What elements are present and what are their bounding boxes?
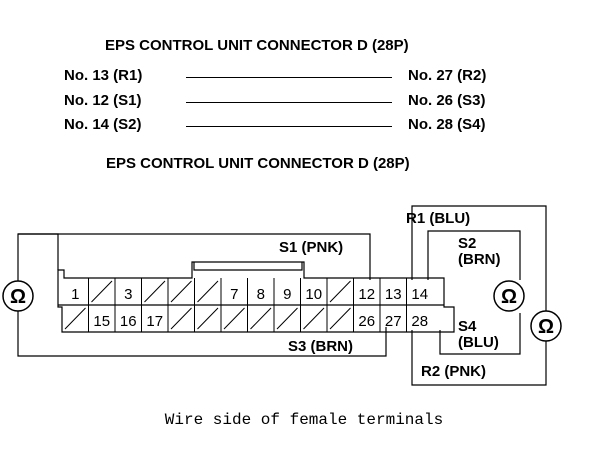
pair-connector-line xyxy=(186,77,392,78)
connector-lock-tab xyxy=(193,262,303,271)
empty-cavity-slash xyxy=(170,280,192,303)
s1-wire xyxy=(18,233,371,280)
s4-wire xyxy=(439,313,521,355)
empty-cavity-slash xyxy=(64,307,86,330)
pair-right-label: No. 26 (S3) xyxy=(408,92,486,109)
top-terminal-7: 7 xyxy=(230,286,238,303)
s4-wire-label: S4 xyxy=(458,318,477,335)
ohmmeter-icon: Ω xyxy=(530,310,562,342)
diagram-title: EPS CONTROL UNIT CONNECTOR D (28P) xyxy=(106,155,410,172)
r1-wire xyxy=(411,205,547,386)
top-terminal-10: 10 xyxy=(305,286,322,303)
connector-title: EPS CONTROL UNIT CONNECTOR D (28P) xyxy=(105,37,409,54)
bottom-terminal-26: 26 xyxy=(358,313,375,330)
bottom-terminal-16: 16 xyxy=(120,313,137,330)
empty-cavity-slash xyxy=(144,280,166,303)
pair-right-label: No. 27 (R2) xyxy=(408,67,487,84)
top-terminal-12: 12 xyxy=(358,286,375,303)
empty-cavity-slash xyxy=(250,307,272,330)
s2-wire xyxy=(427,230,521,280)
bottom-terminal-15: 15 xyxy=(93,313,110,330)
empty-cavity-slash xyxy=(223,307,245,330)
s1-wire-label: S1 (PNK) xyxy=(279,239,343,256)
pair-connector-line xyxy=(186,126,392,127)
ohmmeter-icon: Ω xyxy=(493,280,525,312)
s2-wire-color: (BRN) xyxy=(458,251,501,268)
empty-cavity-slash xyxy=(197,307,219,330)
pair-left-label: No. 14 (S2) xyxy=(64,116,142,133)
pair-connector-line xyxy=(186,102,392,103)
s3-wire-label: S3 (BRN) xyxy=(288,338,353,355)
top-terminal-1: 1 xyxy=(71,286,79,303)
bottom-terminal-17: 17 xyxy=(146,313,163,330)
top-terminal-14: 14 xyxy=(411,286,428,303)
top-terminal-13: 13 xyxy=(385,286,402,303)
r1-wire-label: R1 (BLU) xyxy=(406,210,470,227)
ohmmeter-icon: Ω xyxy=(2,280,34,312)
pair-right-label: No. 28 (S4) xyxy=(408,116,486,133)
pair-left-label: No. 12 (S1) xyxy=(64,92,142,109)
top-terminal-9: 9 xyxy=(283,286,291,303)
empty-cavity-slash xyxy=(303,307,325,330)
s4-wire-color: (BLU) xyxy=(458,334,499,351)
empty-cavity-slash xyxy=(91,280,113,303)
connector-housing xyxy=(57,261,455,333)
bottom-terminal-27: 27 xyxy=(385,313,402,330)
empty-cavity-slash xyxy=(329,280,351,303)
pair-left-label: No. 13 (R1) xyxy=(64,67,143,84)
top-terminal-3: 3 xyxy=(124,286,132,303)
caption: Wire side of female terminals xyxy=(164,411,444,429)
s2-wire-label: S2 xyxy=(458,235,476,252)
svg-text:Ω: Ω xyxy=(10,286,26,308)
empty-cavity-slash xyxy=(276,307,298,330)
r2-wire-label: R2 (PNK) xyxy=(421,363,486,380)
empty-cavity-slash xyxy=(197,280,219,303)
bottom-terminal-28: 28 xyxy=(411,313,428,330)
top-terminal-8: 8 xyxy=(257,286,265,303)
empty-cavity-slash xyxy=(170,307,192,330)
svg-text:Ω: Ω xyxy=(538,316,554,338)
empty-cavity-slash xyxy=(329,307,351,330)
svg-text:Ω: Ω xyxy=(501,286,517,308)
